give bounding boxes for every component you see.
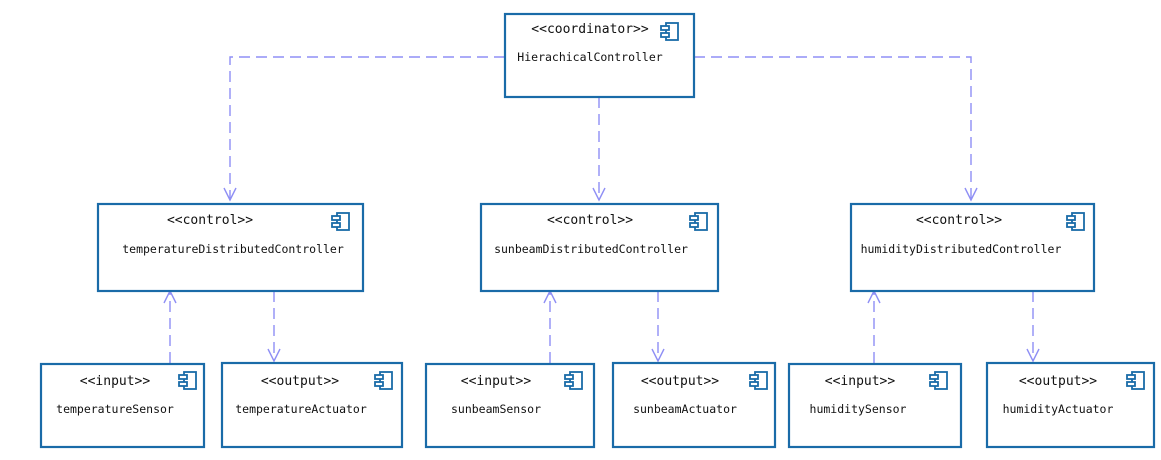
edge-humidity-controller-to-actuator	[1026, 291, 1040, 363]
edge-coordinator-to-temperature-controller	[223, 56, 505, 202]
node-humidity-actuator[interactable]: <<output>> humidityActuator	[985, 361, 1156, 449]
node-hierachical-controller[interactable]: <<coordinator>> HierachicalController	[503, 12, 696, 99]
node-name: humidityActuator	[1003, 402, 1114, 416]
node-sunbeam-sensor[interactable]: <<input>> sunbeamSensor	[424, 362, 596, 449]
node-stereotype: <<input>>	[80, 374, 151, 389]
node-temperature-sensor[interactable]: <<input>> temperatureSensor	[39, 362, 206, 449]
node-stereotype: <<output>>	[641, 374, 719, 389]
node-sunbeam-distributed-controller[interactable]: <<control>> sunbeamDistributedController	[479, 202, 720, 293]
component-icon	[564, 371, 583, 390]
edges	[163, 56, 1040, 363]
node-stereotype: <<output>>	[261, 374, 339, 389]
node-humidity-sensor[interactable]: <<input>> humiditySensor	[787, 362, 963, 449]
edge-coordinator-to-humidity-controller	[694, 56, 978, 202]
component-icon	[749, 371, 768, 390]
node-name: temperatureSensor	[56, 402, 174, 416]
node-temperature-distributed-controller[interactable]: <<control>> temperatureDistributedContro…	[96, 202, 365, 293]
node-name: humiditySensor	[810, 402, 907, 416]
component-icon	[689, 212, 708, 231]
component-icon	[178, 371, 197, 390]
component-icon	[331, 212, 350, 231]
component-icon	[929, 371, 948, 390]
node-name: humidityDistributedController	[861, 242, 1062, 256]
edge-sunbeam-controller-to-actuator	[651, 291, 665, 363]
node-name: temperatureDistributedController	[122, 242, 344, 256]
component-icon	[1066, 212, 1085, 231]
node-name: sunbeamDistributedController	[494, 242, 688, 256]
node-sunbeam-actuator[interactable]: <<output>> sunbeamActuator	[611, 361, 777, 449]
node-stereotype: <<control>>	[547, 213, 633, 228]
node-stereotype: <<control>>	[167, 213, 253, 228]
edge-temperature-sensor-to-controller	[163, 289, 177, 363]
edge-sunbeam-sensor-to-controller	[543, 289, 557, 363]
edge-humidity-sensor-to-controller	[867, 289, 881, 363]
component-icon	[1126, 371, 1145, 390]
node-name: sunbeamActuator	[633, 402, 737, 416]
component-icon	[374, 371, 393, 390]
component-icon	[660, 22, 679, 41]
node-name: sunbeamSensor	[451, 402, 541, 416]
node-stereotype: <<output>>	[1019, 374, 1097, 389]
node-name: temperatureActuator	[235, 402, 367, 416]
node-stereotype: <<control>>	[916, 213, 1002, 228]
node-name: HierachicalController	[517, 50, 662, 64]
edge-coordinator-to-sunbeam-controller	[592, 97, 606, 202]
node-stereotype: <<coordinator>>	[531, 22, 649, 37]
node-stereotype: <<input>>	[461, 374, 532, 389]
edge-temperature-controller-to-actuator	[267, 291, 281, 363]
node-humidity-distributed-controller[interactable]: <<control>> humidityDistributedControlle…	[849, 202, 1096, 293]
node-temperature-actuator[interactable]: <<output>> temperatureActuator	[220, 361, 404, 449]
node-stereotype: <<input>>	[825, 374, 896, 389]
